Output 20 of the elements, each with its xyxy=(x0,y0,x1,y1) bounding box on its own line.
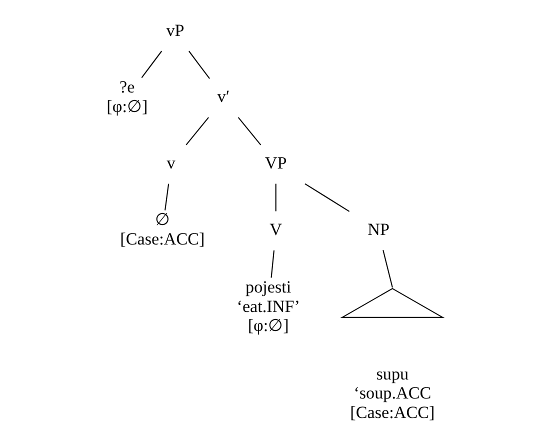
node-text: VP xyxy=(264,154,287,173)
node-triangle xyxy=(340,288,445,318)
node-text: pojesti ‘eat.INF’ [φ:∅] xyxy=(236,278,300,336)
node-text: supu ‘soup.ACC [Case:ACC] xyxy=(350,364,435,422)
connector xyxy=(164,184,170,210)
node-text: ∅ [Case:ACC] xyxy=(120,210,205,248)
connector xyxy=(141,50,162,78)
connector xyxy=(382,250,393,288)
node-text: V xyxy=(270,220,282,239)
connector xyxy=(188,50,210,79)
node-text: ?e [φ:∅] xyxy=(106,78,148,116)
connector xyxy=(275,184,276,212)
node-text: NP xyxy=(368,220,390,239)
connector xyxy=(238,117,262,146)
connector xyxy=(304,183,350,212)
connector xyxy=(270,250,275,278)
node-text: v xyxy=(166,154,176,173)
node-text: vP xyxy=(166,20,184,40)
connector xyxy=(186,117,209,146)
node-text: v′ xyxy=(217,87,230,106)
